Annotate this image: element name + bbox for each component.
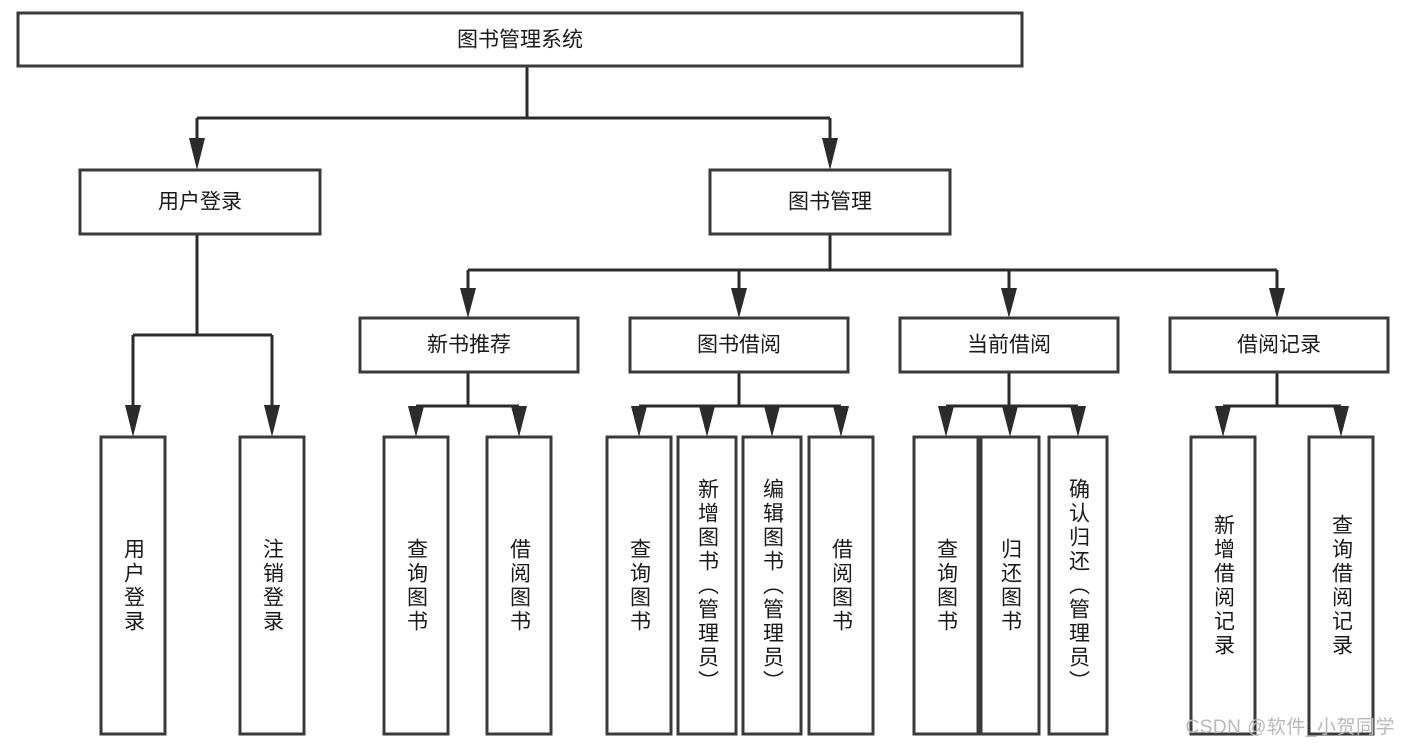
node-bookmgmt-box[interactable] [708, 168, 952, 236]
node-current[interactable]: 当前借阅 [898, 316, 1120, 374]
arrowhead-root-bookmgmt [822, 138, 838, 170]
node-leaf2[interactable]: 注销登录 [238, 435, 306, 736]
node-leaf5-box[interactable] [605, 435, 673, 736]
arrowhead-current [1001, 288, 1017, 318]
node-root-box[interactable] [16, 11, 1024, 68]
node-login-label: 用户登录 [158, 191, 242, 214]
node-leaf8[interactable]: 借阅图书 [807, 435, 875, 736]
node-leaf11-label: 确认归还（管理员） [1067, 478, 1091, 694]
arrowhead-leaf5 [631, 406, 647, 437]
node-leaf8-label: 借阅图书 [830, 538, 854, 634]
node-current-label: 当前借阅 [967, 334, 1051, 357]
node-leaf4-box[interactable] [485, 435, 553, 736]
arrowhead-leaf9 [938, 406, 954, 437]
node-leaf3-label: 查询图书 [405, 538, 429, 634]
node-leaf7-label: 编辑图书（管理员） [761, 478, 785, 694]
node-borrow[interactable]: 图书借阅 [628, 316, 850, 374]
node-leaf1-box[interactable] [99, 435, 167, 736]
node-leaf6[interactable]: 新增图书（管理员） [676, 435, 738, 736]
arrowhead-leaf2 [264, 405, 280, 437]
node-login-box[interactable] [78, 168, 322, 236]
node-borrow-box[interactable] [628, 316, 850, 374]
arrowhead-leaf1 [125, 405, 141, 437]
node-leaf3[interactable]: 查询图书 [382, 435, 450, 736]
arrowhead-leaf3 [408, 406, 424, 437]
node-root-label: 图书管理系统 [457, 29, 583, 52]
node-leaf2-box[interactable] [238, 435, 306, 736]
node-leaf1-label: 用户登录 [122, 538, 146, 634]
node-bookmgmt[interactable]: 图书管理 [708, 168, 952, 236]
node-leaf10-label: 归还图书 [999, 538, 1023, 634]
node-leaf10-box[interactable] [979, 435, 1041, 736]
node-leaf9[interactable]: 查询图书 [912, 435, 980, 736]
node-leaf4[interactable]: 借阅图书 [485, 435, 553, 736]
node-leaf12[interactable]: 新增借阅记录 [1189, 435, 1257, 736]
node-login[interactable]: 用户登录 [78, 168, 322, 236]
node-leaf12-box[interactable] [1189, 435, 1257, 736]
node-current-box[interactable] [898, 316, 1120, 374]
node-leaf1[interactable]: 用户登录 [99, 435, 167, 736]
arrowhead-borrow [731, 288, 747, 318]
node-newbook[interactable]: 新书推荐 [358, 316, 580, 374]
node-leaf4-label: 借阅图书 [508, 538, 532, 634]
node-leaf5[interactable]: 查询图书 [605, 435, 673, 736]
node-leaf11-box[interactable] [1047, 435, 1109, 736]
node-leaf7[interactable]: 编辑图书（管理员） [741, 435, 803, 736]
node-newbook-box[interactable] [358, 316, 580, 374]
node-bookmgmt-label: 图书管理 [788, 191, 872, 214]
node-leaf11[interactable]: 确认归还（管理员） [1047, 435, 1109, 736]
node-leaf8-box[interactable] [807, 435, 875, 736]
node-leaf13[interactable]: 查询借阅记录 [1307, 435, 1375, 736]
arrowhead-leaf6 [699, 406, 715, 437]
arrowhead-leaf12 [1215, 406, 1231, 437]
node-leaf2-label: 注销登录 [261, 538, 285, 634]
node-records-box[interactable] [1168, 316, 1390, 374]
arrowhead-leaf4 [511, 406, 527, 437]
arrowhead-leaf13 [1333, 406, 1349, 437]
node-leaf5-label: 查询图书 [628, 538, 652, 634]
node-records-label: 借阅记录 [1237, 334, 1321, 357]
arrowhead-records [1269, 288, 1285, 318]
node-leaf13-label: 查询借阅记录 [1330, 514, 1354, 658]
node-leaf13-box[interactable] [1307, 435, 1375, 736]
node-leaf9-box[interactable] [912, 435, 980, 736]
node-leaf3-box[interactable] [382, 435, 450, 736]
node-leaf6-box[interactable] [676, 435, 738, 736]
node-newbook-label: 新书推荐 [427, 334, 511, 357]
arrowhead-leaf11 [1070, 406, 1086, 437]
arrowhead-leaf8 [833, 406, 849, 437]
node-leaf6-label: 新增图书（管理员） [696, 478, 720, 694]
node-root[interactable]: 图书管理系统 [16, 11, 1024, 68]
connector-layer [125, 66, 1349, 437]
arrowhead-leaf10 [1002, 406, 1018, 437]
node-leaf12-label: 新增借阅记录 [1212, 514, 1236, 658]
arrowhead-root-login [189, 138, 205, 170]
arrowhead-newbook [460, 288, 476, 318]
node-records[interactable]: 借阅记录 [1168, 316, 1390, 374]
arrowhead-leaf7 [764, 406, 780, 437]
node-borrow-label: 图书借阅 [697, 334, 781, 357]
node-leaf9-label: 查询图书 [935, 538, 959, 634]
node-leaf7-box[interactable] [741, 435, 803, 736]
node-leaf10[interactable]: 归还图书 [979, 435, 1041, 736]
